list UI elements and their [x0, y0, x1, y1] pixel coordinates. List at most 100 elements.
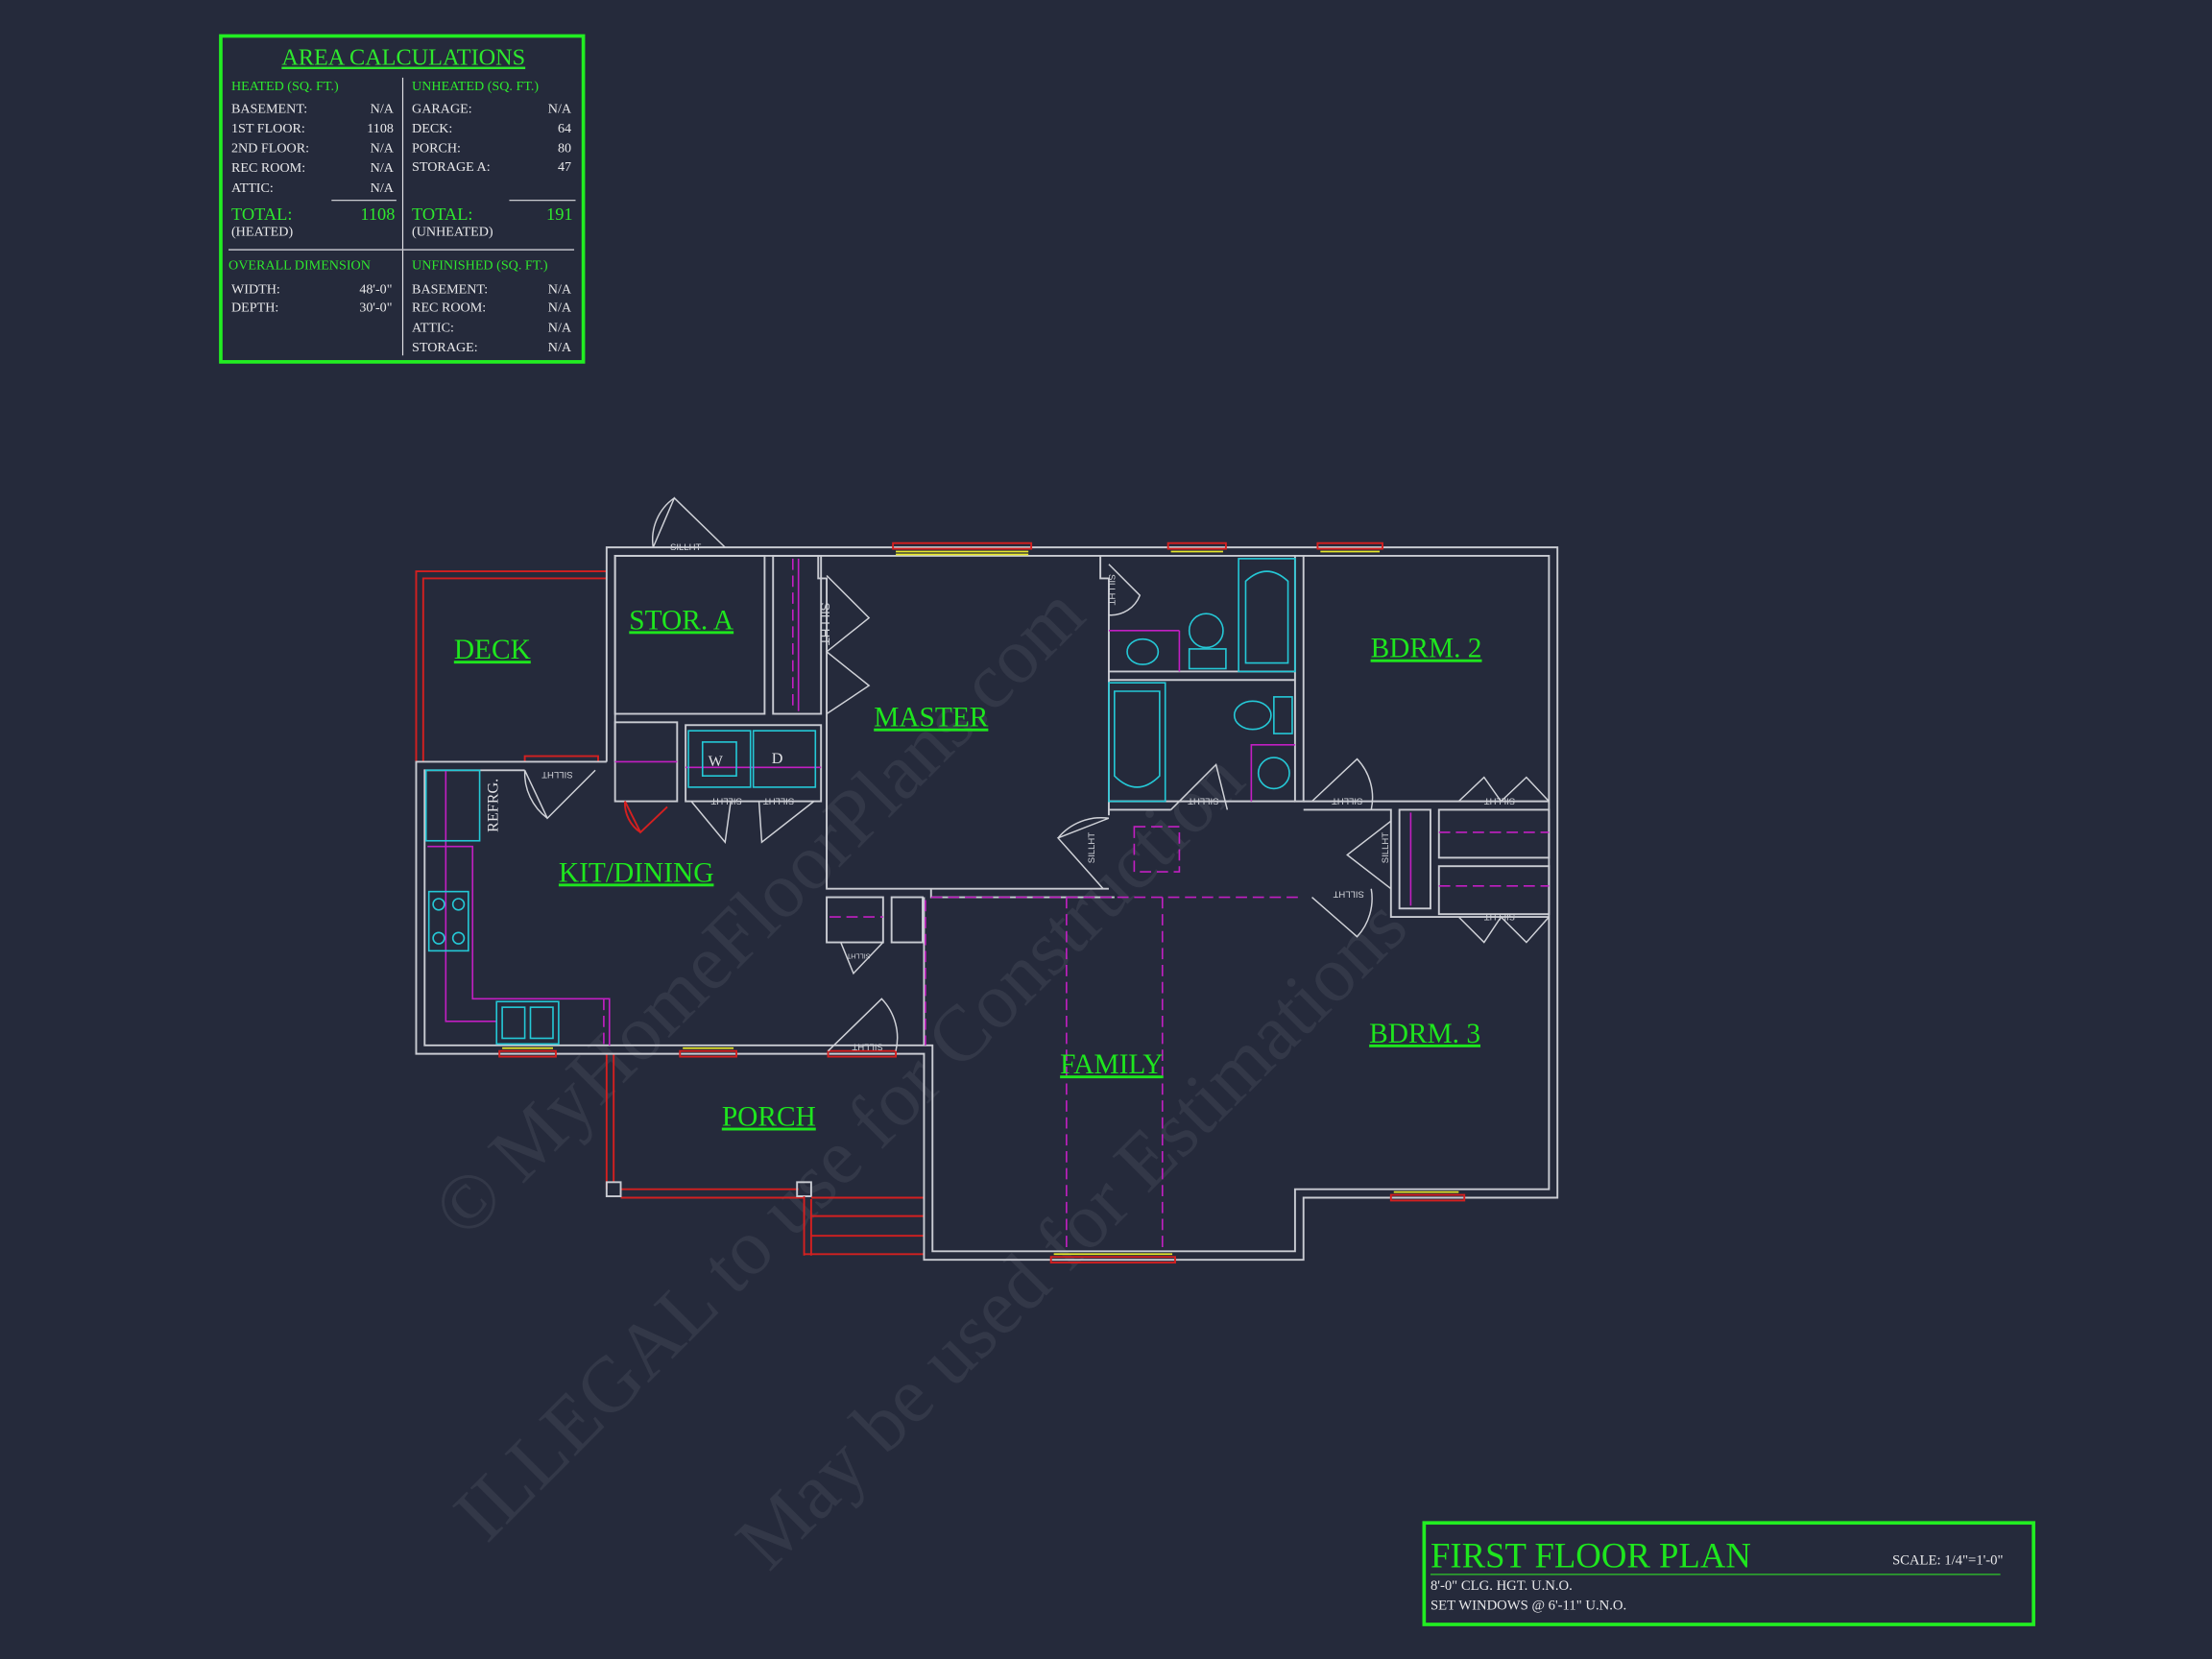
door-tag: SILLHT [1333, 889, 1364, 900]
refrigerator-label: REFRG. [486, 779, 502, 832]
door-swing [652, 496, 726, 548]
windows [498, 541, 1466, 1264]
porch-post [605, 1181, 622, 1197]
sink-icon [1257, 757, 1290, 790]
heated-row-value: N/A [371, 102, 395, 117]
ceiling-height-note: 8'-0" CLG. HGT. U.N.O. [1431, 1578, 1573, 1594]
door-tag: SILLHT [846, 951, 870, 960]
door-tag: SILLHT [1332, 796, 1363, 806]
door-swing [1346, 820, 1392, 890]
room-label-kit-dining: KIT/DINING [559, 857, 714, 888]
unfinished-row-label: REC ROOM: [412, 301, 486, 316]
area-calculations-title: AREA CALCULATIONS [281, 45, 525, 71]
door-swing [1056, 817, 1110, 890]
unfinished-row-value: N/A [548, 301, 572, 316]
washer-icon [687, 730, 752, 788]
heated-total-label: TOTAL: [231, 204, 292, 224]
overhead-lines [427, 558, 1550, 1252]
unheated-row-label: DECK: [412, 121, 452, 136]
door-swing [825, 574, 871, 715]
heated-row-label: 2ND FLOOR: [231, 141, 309, 156]
dimension-label: WIDTH: [231, 282, 280, 298]
range-icon [427, 890, 469, 952]
heated-row-value: 1108 [367, 121, 394, 136]
area-calculations-table: AREA CALCULATIONS HEATED (SQ. FT.) BASEM… [219, 34, 586, 364]
unheated-total-sub: (UNHEATED) [412, 224, 493, 239]
unheated-heading: UNHEATED (SQ. FT.) [412, 79, 539, 94]
unheated-row-value: N/A [548, 102, 572, 117]
heated-heading: HEATED (SQ. FT.) [231, 79, 339, 94]
door-tags: SILLHT SILLHT SILLHT SILLHT SILLHT SILLH… [541, 542, 1515, 1051]
heated-row-value: N/A [371, 160, 395, 176]
heated-row-label: ATTIC: [231, 180, 274, 196]
plan-title: FIRST FLOOR PLAN [1431, 1535, 1751, 1575]
unheated-row-label: PORCH: [412, 141, 461, 156]
unheated-row-label: GARAGE: [412, 102, 472, 117]
door-tag: SILLHT [541, 769, 573, 780]
door-swing [1170, 762, 1229, 810]
door-tag: SILLHT [670, 542, 702, 553]
unheated-row-value: 64 [558, 121, 571, 136]
door-swing [690, 801, 815, 844]
plan-scale: SCALE: 1/4"=1'-0" [1892, 1553, 2004, 1569]
door-swing [1457, 776, 1550, 803]
unfinished-row-label: ATTIC: [412, 320, 454, 335]
unheated-total-value: 191 [546, 204, 573, 224]
heated-row-label: BASEMENT: [231, 102, 307, 117]
watermark-line-3: May be used for Estimations [719, 881, 1423, 1585]
door-tag: SILLHT [1106, 574, 1117, 606]
room-label-porch: PORCH [722, 1102, 816, 1133]
heated-total-sub: (HEATED) [231, 224, 293, 239]
door-tag: SILLHT [1188, 796, 1219, 806]
watermark-line-1: © MyHomeFloorPlans.com [416, 569, 1100, 1254]
unheated-total-label: TOTAL: [412, 204, 472, 224]
unfinished-row-value: N/A [548, 340, 572, 355]
burner-icon [432, 931, 445, 945]
room-label-family: FAMILY [1060, 1049, 1164, 1080]
refrigerator-icon [424, 769, 481, 842]
toilet-icon [1233, 700, 1272, 731]
door-tag: SILLHT [818, 602, 832, 645]
unfinished-row-value: N/A [548, 282, 572, 298]
door-tag: SILLHT [1484, 911, 1516, 922]
washer-label: W [709, 754, 724, 770]
door-swing [840, 942, 884, 975]
door-swing [1457, 915, 1550, 944]
unfinished-heading: UNFINISHED (SQ. FT.) [412, 258, 548, 274]
door-swing [1311, 888, 1373, 938]
exterior-walls [415, 546, 1559, 1262]
dryer-label: D [772, 751, 783, 767]
heated-row-value: N/A [371, 180, 395, 196]
door-tag: SILLHT [852, 1041, 883, 1051]
burner-icon [432, 898, 445, 911]
door-swing [828, 998, 899, 1052]
deck-outline [415, 570, 607, 762]
heated-total-value: 1108 [360, 204, 395, 224]
overall-dimension-heading: OVERALL DIMENSION [228, 258, 371, 274]
door-swing [1311, 757, 1374, 810]
bathtub-icon [1108, 682, 1166, 803]
bathtub-icon [1238, 558, 1296, 673]
dimension-label: DEPTH: [231, 301, 278, 316]
doors [523, 496, 1550, 1052]
unfinished-row-label: BASEMENT: [412, 282, 488, 298]
title-block: FIRST FLOOR PLAN SCALE: 1/4"=1'-0" 8'-0"… [1422, 1521, 2035, 1626]
unfinished-row-value: N/A [548, 320, 572, 335]
door-tag: SILLHT [1381, 832, 1391, 864]
room-label-bdrm-3: BDRM. 3 [1369, 1019, 1480, 1049]
toilet-icon [1188, 613, 1224, 649]
unheated-row-label: STORAGE A: [412, 159, 491, 175]
room-label-stor-a: STOR. A [629, 605, 733, 636]
heated-row-label: 1ST FLOOR: [231, 121, 305, 136]
door-tag: SILLHT [710, 796, 742, 806]
door-swing [623, 801, 668, 834]
heated-row-value: N/A [371, 141, 395, 156]
door-tag: SILLHT [1484, 796, 1516, 806]
heated-row-label: REC ROOM: [231, 160, 305, 176]
door-swing [523, 769, 596, 820]
unheated-row-value: 80 [558, 141, 571, 156]
sink-icon [1126, 637, 1160, 665]
room-label-master: MASTER [874, 703, 989, 733]
door-tag: SILLHT [763, 796, 795, 806]
